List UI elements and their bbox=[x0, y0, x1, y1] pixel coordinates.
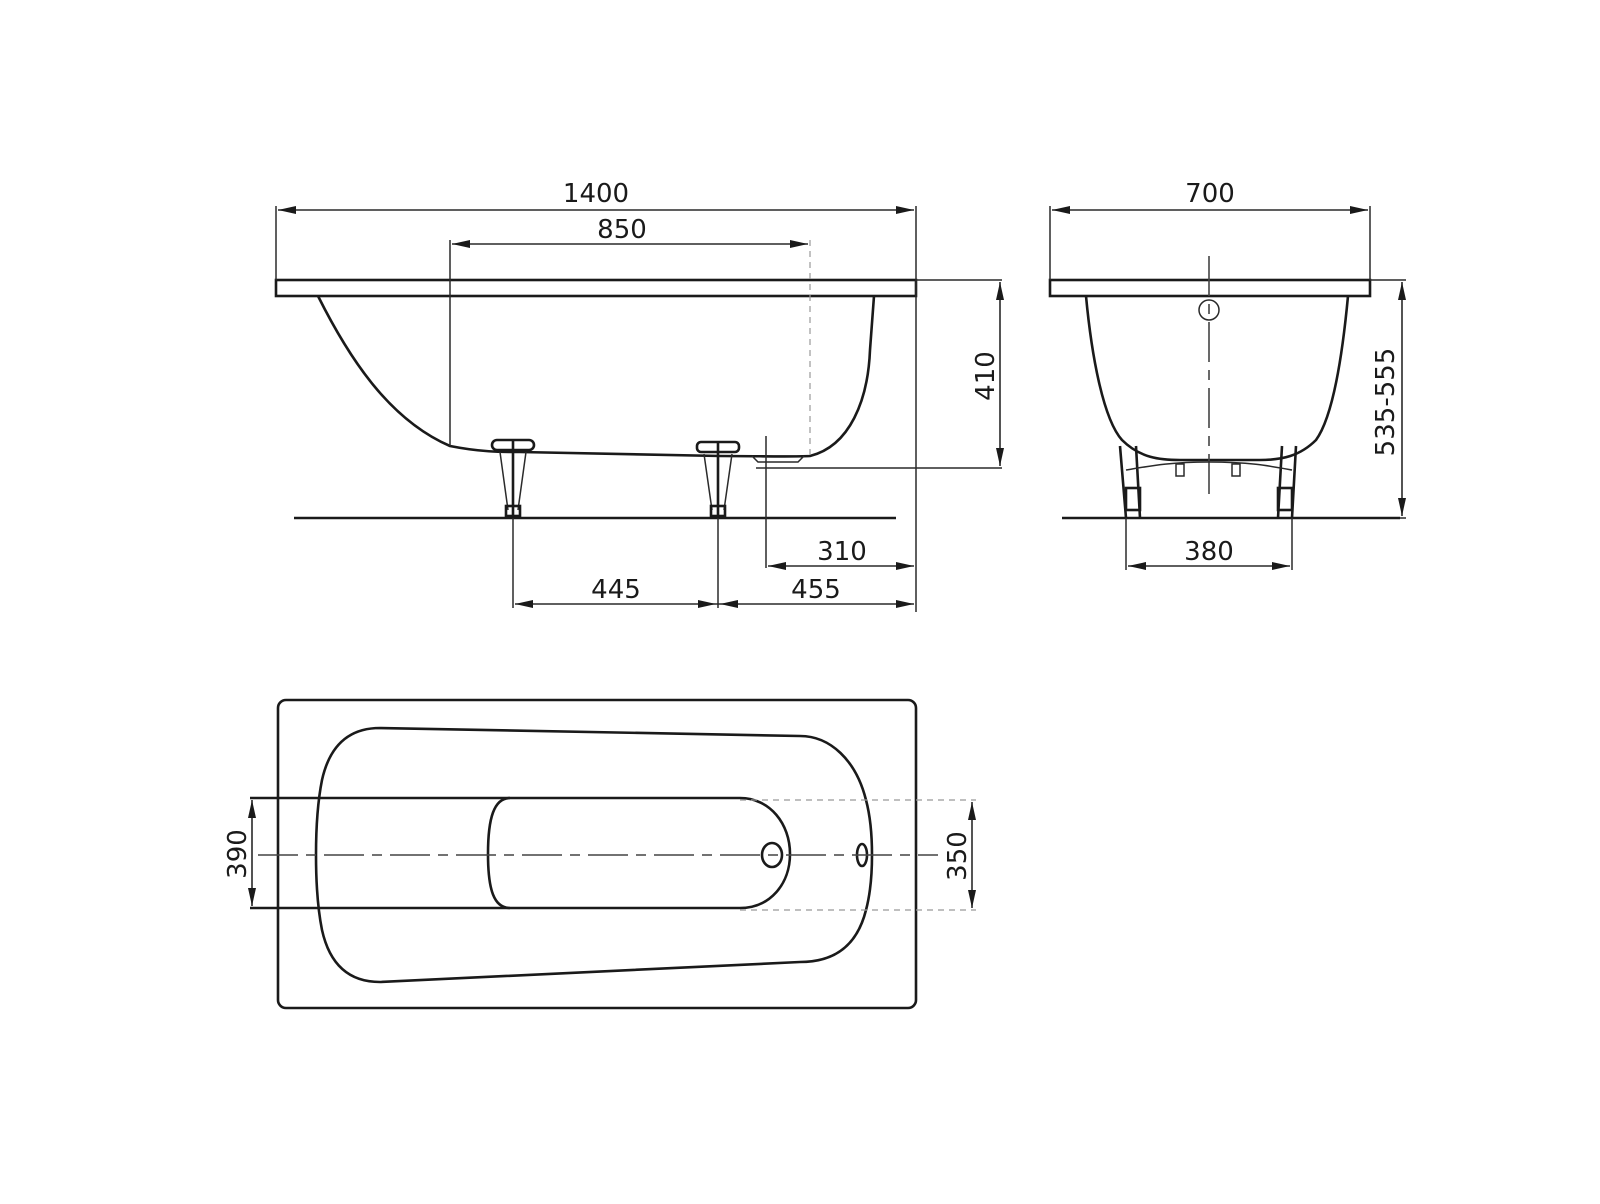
dim-390: 390 bbox=[223, 829, 253, 879]
dim-350: 350 bbox=[943, 831, 973, 881]
side-tub-body bbox=[316, 295, 876, 458]
end-rim bbox=[1048, 278, 1372, 298]
leg-right bbox=[695, 440, 741, 518]
dim-410: 410 bbox=[971, 351, 1001, 401]
end-tub-body bbox=[1084, 295, 1350, 462]
side-view: 1400 850 410 310 445 455 bbox=[274, 179, 1004, 612]
side-outlet bbox=[751, 455, 805, 463]
end-overflow-circle bbox=[1198, 299, 1220, 321]
side-rim bbox=[274, 278, 918, 298]
dim-1400: 1400 bbox=[563, 179, 629, 209]
dim-455: 455 bbox=[791, 575, 841, 605]
dim-535-555: 535-555 bbox=[1371, 348, 1401, 457]
dim-380: 380 bbox=[1184, 537, 1234, 567]
dim-310: 310 bbox=[817, 537, 867, 567]
end-view: 700 535-555 380 bbox=[1048, 179, 1406, 570]
top-view: 390 350 bbox=[223, 698, 976, 1010]
top-floor-area bbox=[486, 796, 792, 910]
dim-445: 445 bbox=[591, 575, 641, 605]
dim-850: 850 bbox=[597, 215, 647, 245]
dim-700: 700 bbox=[1185, 179, 1235, 209]
leg-left bbox=[490, 438, 536, 518]
top-drain bbox=[760, 841, 784, 869]
end-legs bbox=[1118, 445, 1298, 519]
top-outer-rim bbox=[276, 698, 918, 1010]
